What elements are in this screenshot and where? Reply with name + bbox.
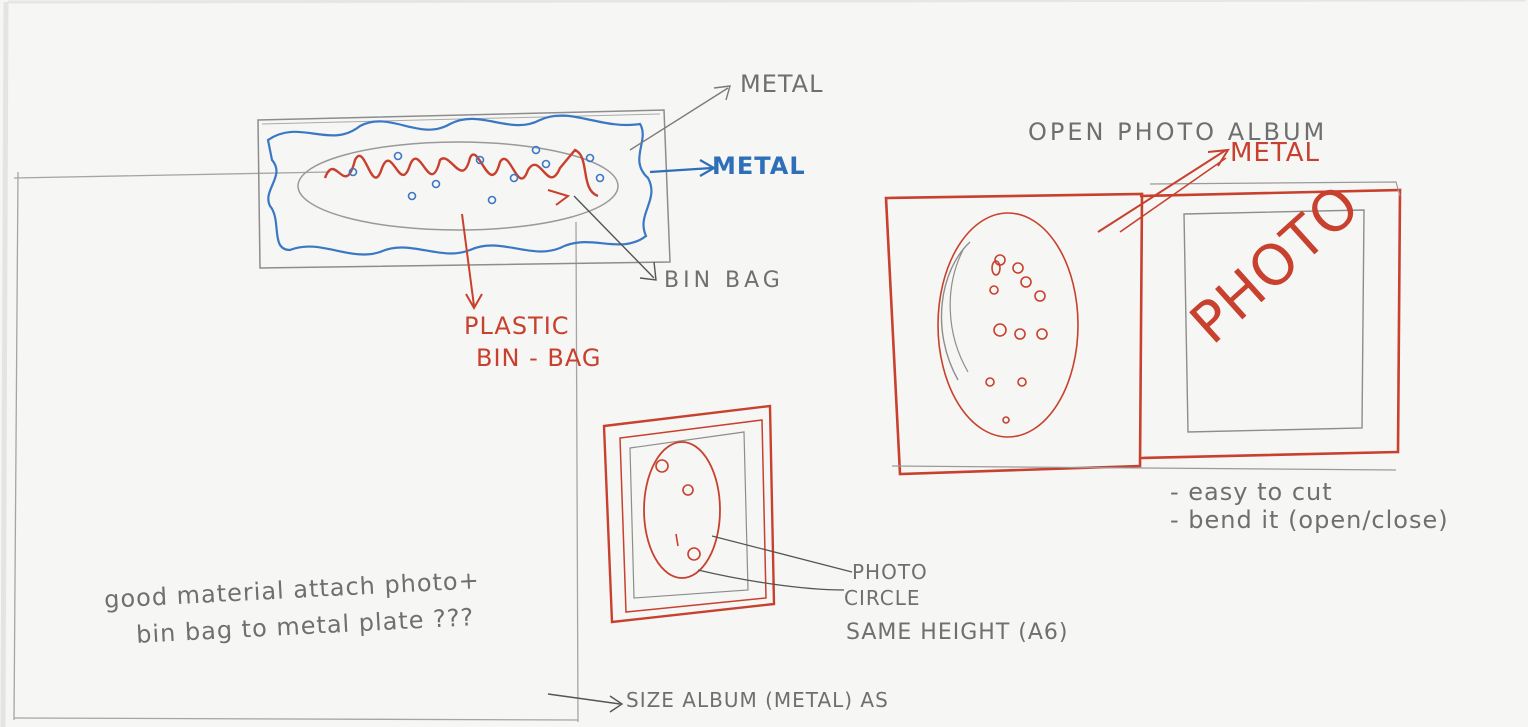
large-pencil-frame: [13, 171, 579, 723]
label-metal-blue: METAL: [712, 152, 806, 180]
arrow-to-bin-bag: [573, 195, 657, 281]
arrow-to-size-album: [547, 693, 624, 713]
label-metal-top: METAL: [740, 70, 824, 98]
small-frame-sketch: [602, 404, 853, 624]
metal-plate-sketch: [257, 109, 671, 269]
arrow-to-metal-top: [629, 85, 731, 151]
photo-album-sketch: [884, 148, 1402, 476]
label-open-photo-album: OPEN PHOTO ALBUM: [1028, 118, 1328, 146]
label-photo: PHOTO: [852, 560, 928, 584]
paper-left-edge: [0, 1, 9, 727]
label-size-album: SIZE ALBUM (METAL) AS: [626, 688, 889, 712]
label-same-height: SAME HEIGHT (A6): [846, 620, 1069, 645]
label-metal-red: METAL: [1230, 138, 1320, 168]
label-circle: CIRCLE: [844, 586, 921, 610]
label-plastic: PLASTIC: [464, 312, 570, 340]
arrow-to-plastic: [461, 213, 483, 311]
arrow-to-metal-blue: [649, 159, 717, 177]
note-easy-to-cut: - easy to cut: [1170, 478, 1333, 506]
label-bin-bag: BIN BAG: [664, 268, 784, 293]
label-bin-bag-red: BIN - BAG: [476, 344, 602, 372]
note-bend-it: - bend it (open/close): [1170, 506, 1449, 534]
paper-top-edge: [7, 0, 1527, 4]
